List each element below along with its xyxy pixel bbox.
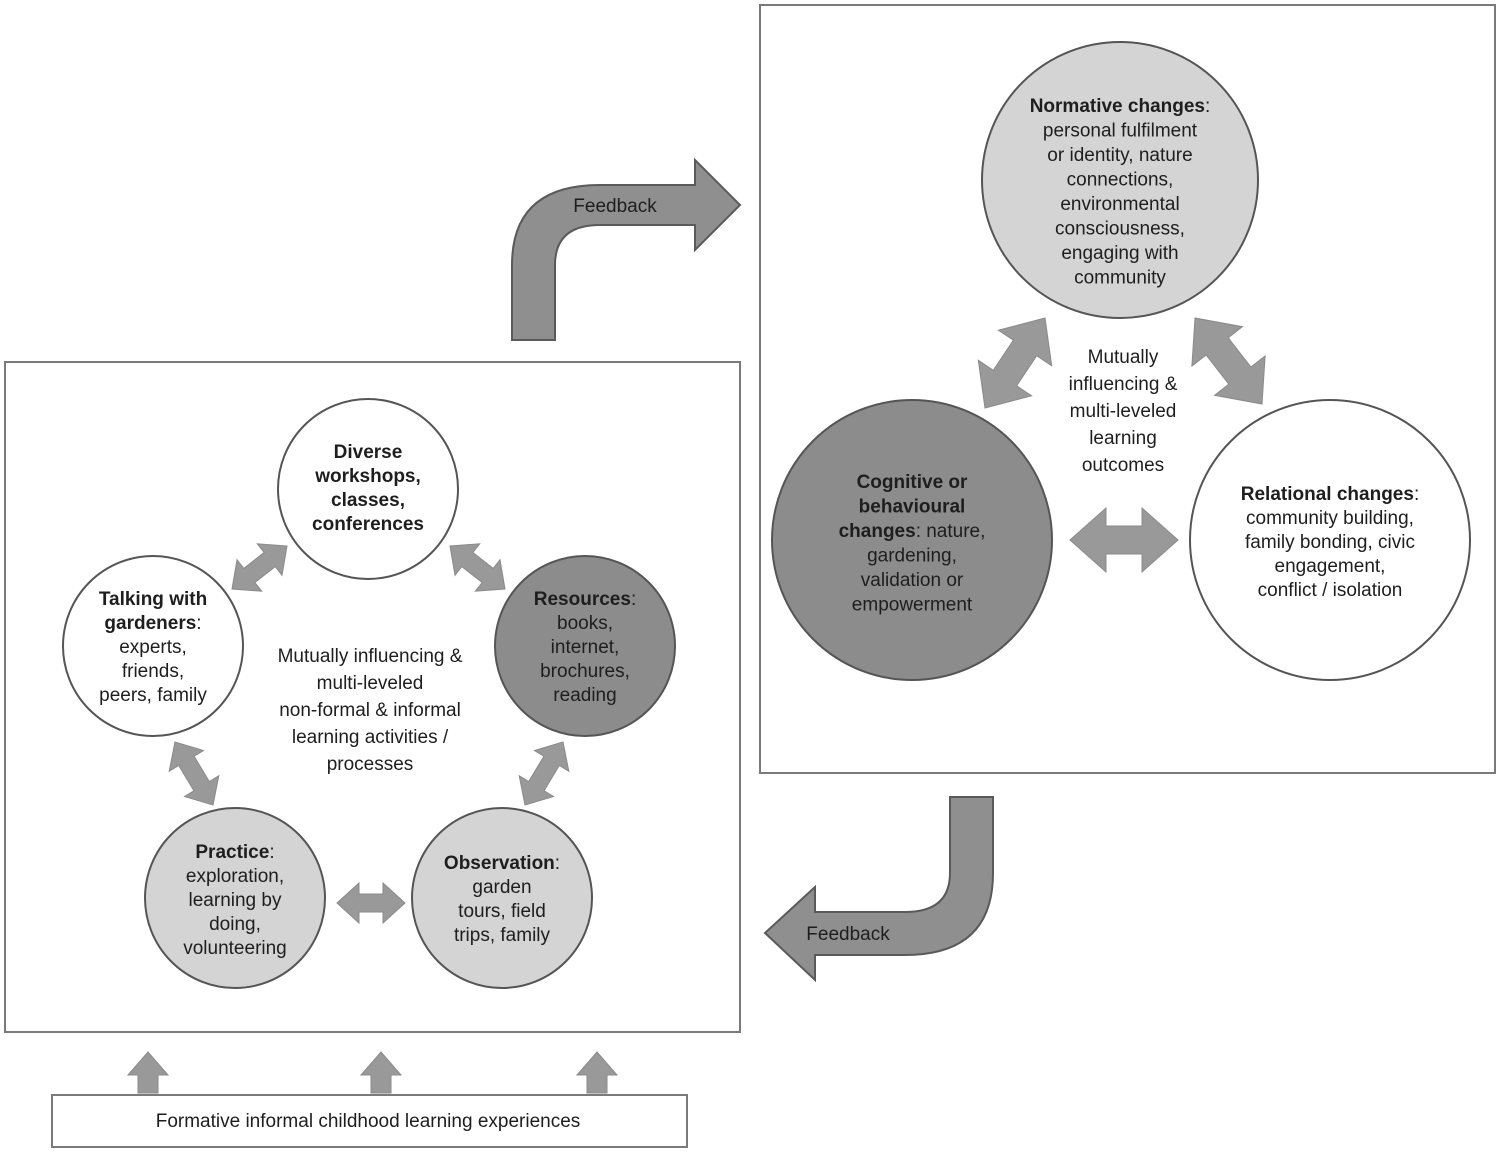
foundation-arrows <box>126 1051 619 1094</box>
node-resources-circle <box>494 555 676 737</box>
node-practice-label: Practice: exploration, learning by doing, vo… <box>183 842 287 959</box>
node-line: Observation: <box>444 853 560 874</box>
node-line: internet, <box>551 637 620 658</box>
up-arrow-icon <box>359 1051 403 1094</box>
center-line: influencing & <box>1069 374 1178 395</box>
node-observation-label: Observation: garden tours, field trips, fam… <box>444 853 560 946</box>
node-talking-circle <box>62 555 244 737</box>
node-line: Resources: <box>534 589 636 610</box>
left-arrows <box>168 543 570 925</box>
double-arrow-icon <box>1069 506 1179 574</box>
node-line: brochures, <box>540 661 630 682</box>
node-resources-label: Resources: books, internet, brochures, readi… <box>534 589 636 706</box>
right-arrows <box>977 317 1266 574</box>
double-arrow-icon <box>518 741 570 806</box>
center-line: multi-leveled <box>1070 401 1177 422</box>
node-line: volunteering <box>183 938 287 959</box>
node-line: personal fulfilment <box>1043 121 1198 142</box>
center-line: outcomes <box>1082 455 1164 476</box>
node-line: learning by <box>189 890 282 911</box>
double-arrow-icon <box>336 881 406 925</box>
foundation-box <box>51 1094 688 1148</box>
node-line: consciousness, <box>1055 219 1185 240</box>
node-line: Cognitive or <box>857 472 968 493</box>
node-line: or identity, nature <box>1047 145 1192 166</box>
node-cognitive-label: Cognitive or behavioural changes: nature, g… <box>839 472 986 616</box>
double-arrow-icon <box>977 317 1053 409</box>
node-line: engaging with <box>1061 243 1178 264</box>
node-line: peers, family <box>99 685 207 706</box>
node-line: community building, <box>1246 508 1414 529</box>
node-line: connections, <box>1067 170 1174 191</box>
feedback-bottom-label: Feedback <box>806 924 890 945</box>
center-line: non-formal & informal <box>279 700 461 721</box>
node-line: garden <box>472 877 531 898</box>
node-line: trips, family <box>454 925 551 946</box>
double-arrow-icon <box>449 543 506 592</box>
node-line: Normative changes: <box>1030 96 1211 117</box>
node-line: Practice: <box>195 842 274 863</box>
node-line: conflict / isolation <box>1258 580 1403 601</box>
node-cognitive-circle <box>771 399 1053 681</box>
node-line: Talking with <box>99 589 207 610</box>
node-workshops-label: Diverse workshops, classes, conferences <box>312 442 424 535</box>
node-line: gardeners: <box>104 613 201 634</box>
node-line: reading <box>553 685 616 706</box>
node-relational-label: Relational changes: community building, fa… <box>1241 484 1419 601</box>
node-line: gardening, <box>867 546 957 567</box>
node-line: changes: nature, <box>839 521 986 542</box>
node-talking-label: Talking with gardeners: experts, friends, pe… <box>99 589 208 706</box>
node-line: classes, <box>331 490 405 511</box>
feedback-arrow-bottom <box>763 796 994 983</box>
node-line: Relational changes: <box>1241 484 1419 505</box>
feedback-top-label: Feedback <box>573 196 657 217</box>
node-observation-circle <box>411 807 593 989</box>
up-arrow-icon <box>575 1051 619 1094</box>
node-normative-circle <box>981 41 1259 319</box>
node-normative-label: Normative changes: personal fulfilment or … <box>1030 96 1211 289</box>
center-line: multi-leveled <box>317 673 424 694</box>
node-line: conferences <box>312 514 424 535</box>
center-line: learning <box>1089 428 1157 449</box>
node-line: books, <box>557 613 613 634</box>
center-line: learning activities / <box>292 727 449 748</box>
node-line: Diverse <box>334 442 403 463</box>
node-line: behavioural <box>859 497 966 518</box>
activities-center-text: Mutually influencing & multi-leveled non-f… <box>278 646 463 775</box>
node-line: environmental <box>1060 194 1179 215</box>
outcomes-center-text: Mutually influencing & multi-leveled learni… <box>1069 347 1178 476</box>
node-line: experts, <box>119 637 187 658</box>
double-arrow-icon <box>1191 317 1266 405</box>
node-line: workshops, <box>314 466 421 487</box>
center-line: Mutually <box>1088 347 1159 368</box>
node-line: engagement, <box>1275 556 1386 577</box>
center-line: Mutually influencing & <box>278 646 463 667</box>
feedback-arrow-top <box>511 157 742 341</box>
node-workshops-circle <box>277 398 459 580</box>
node-line: doing, <box>209 914 261 935</box>
up-arrow-icon <box>126 1051 170 1094</box>
foundation-label: Formative informal childhood learning ex… <box>156 1111 581 1132</box>
node-line: empowerment <box>852 595 973 616</box>
double-arrow-icon <box>168 741 220 806</box>
node-relational-circle <box>1189 399 1471 681</box>
node-line: community <box>1074 268 1166 289</box>
center-line: processes <box>327 754 414 775</box>
node-line: family bonding, civic <box>1245 532 1415 553</box>
double-arrow-icon <box>231 543 288 592</box>
node-practice-circle <box>144 807 326 989</box>
node-line: validation or <box>861 570 964 591</box>
node-line: friends, <box>122 661 184 682</box>
node-line: exploration, <box>186 866 284 887</box>
node-line: tours, field <box>458 901 546 922</box>
